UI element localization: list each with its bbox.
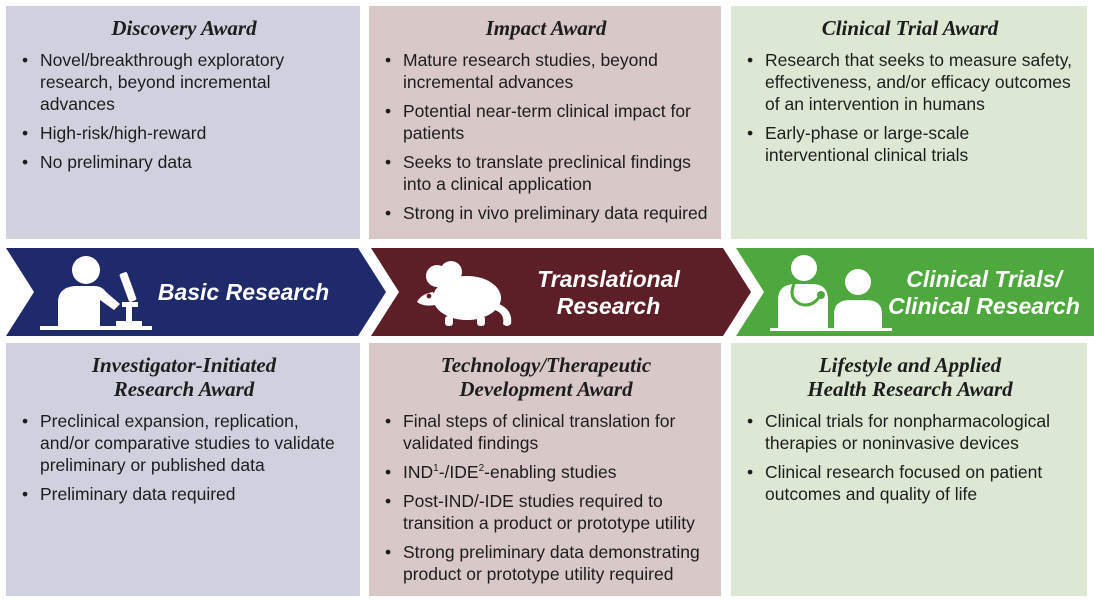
footnote-1: 1 xyxy=(433,463,439,475)
enabling-text: -enabling studies xyxy=(484,462,617,482)
technology-therapeutic-award-box: Technology/Therapeutic Development Award… xyxy=(369,343,721,596)
doctor-patient-icon xyxy=(770,255,892,331)
impact-award-list: Mature research studies, beyond incremen… xyxy=(383,49,709,224)
technology-therapeutic-award-title: Technology/Therapeutic Development Award xyxy=(383,353,709,401)
list-item: Clinical trials for nonpharmacological t… xyxy=(745,410,1075,454)
title-line: Development Award xyxy=(459,377,633,401)
clinical-research-label-line1: Clinical Trials/ xyxy=(906,266,1062,292)
list-item: Early-phase or large-scale interventiona… xyxy=(745,122,1075,166)
lifestyle-applied-health-award-box: Lifestyle and Applied Health Research Aw… xyxy=(731,343,1087,596)
impact-award-box: Impact Award Mature research studies, be… xyxy=(369,6,721,239)
list-item: Clinical research focused on patient out… xyxy=(745,461,1075,505)
list-item: Research that seeks to measure safety, e… xyxy=(745,49,1075,115)
basic-research-arrow-shape xyxy=(6,248,386,336)
translational-research-label-line2: Research xyxy=(556,293,661,319)
discovery-award-list: Novel/breakthrough exploratory research,… xyxy=(20,49,348,173)
list-item: Seeks to translate preclinical findings … xyxy=(383,151,709,195)
clinical-research-label: Clinical Trials/ Clinical Research xyxy=(886,266,1082,320)
list-item: Mature research studies, beyond incremen… xyxy=(383,49,709,93)
ind-text: IND xyxy=(403,462,434,482)
clinical-trial-award-title: Clinical Trial Award xyxy=(821,16,999,40)
translational-research-label: Translational Research xyxy=(526,266,691,320)
arrow-body xyxy=(6,248,386,336)
list-item: Final steps of clinical translation for … xyxy=(383,410,709,454)
list-item: Strong preliminary data demonstrating pr… xyxy=(383,541,709,585)
basic-research-label: Basic Research xyxy=(157,279,330,305)
lifestyle-applied-health-award-title: Lifestyle and Applied Health Research Aw… xyxy=(745,353,1075,401)
footnote-2: 2 xyxy=(478,463,485,475)
list-item: Preliminary data required xyxy=(20,483,348,505)
list-item: Potential near-term clinical impact for … xyxy=(383,100,709,144)
title-line: Technology/Therapeutic xyxy=(440,353,652,377)
technology-therapeutic-award-list: Final steps of clinical translation for … xyxy=(383,410,709,585)
list-item: No preliminary data xyxy=(20,151,348,173)
microscope-researcher-icon xyxy=(40,256,152,330)
title-line: Research Award xyxy=(113,377,255,401)
list-item: Post-IND/-IDE studies required to transi… xyxy=(383,490,709,534)
list-item: High-risk/high-reward xyxy=(20,122,348,144)
basic-research-arrow: Basic Research xyxy=(6,248,386,336)
investigator-initiated-award-title: Investigator-Initiated Research Award xyxy=(20,353,348,401)
translational-research-label-line1: Translational xyxy=(537,266,680,292)
title-line: Health Research Award xyxy=(807,377,1013,401)
clinical-research-arrow: Clinical Trials/ Clinical Research xyxy=(736,248,1094,336)
list-item: Preclinical expansion, replication, and/… xyxy=(20,410,348,476)
investigator-initiated-award-list: Preclinical expansion, replication, and/… xyxy=(20,410,348,505)
discovery-award-box: Discovery Award Novel/breakthrough explo… xyxy=(6,6,360,239)
title-line: Investigator-Initiated xyxy=(91,353,277,377)
lifestyle-applied-health-award-list: Clinical trials for nonpharmacological t… xyxy=(745,410,1075,505)
list-item: Novel/breakthrough exploratory research,… xyxy=(20,49,348,115)
clinical-trial-award-box: Clinical Trial Award Research that seeks… xyxy=(731,6,1087,239)
clinical-research-label-line2: Clinical Research xyxy=(888,293,1080,319)
title-line: Lifestyle and Applied xyxy=(818,353,1002,377)
list-item: Strong in vivo preliminary data required xyxy=(383,202,709,224)
investigator-initiated-award-box: Investigator-Initiated Research Award Pr… xyxy=(6,343,360,596)
list-item: IND1-/IDE2-enabling studies xyxy=(383,461,709,483)
translational-research-arrow: Translational Research xyxy=(371,248,751,336)
ide-text: -/IDE xyxy=(438,462,479,482)
impact-award-title: Impact Award xyxy=(485,16,607,40)
discovery-award-title: Discovery Award xyxy=(111,16,257,40)
mouse-icon xyxy=(417,261,512,326)
clinical-trial-award-list: Research that seeks to measure safety, e… xyxy=(745,49,1075,166)
